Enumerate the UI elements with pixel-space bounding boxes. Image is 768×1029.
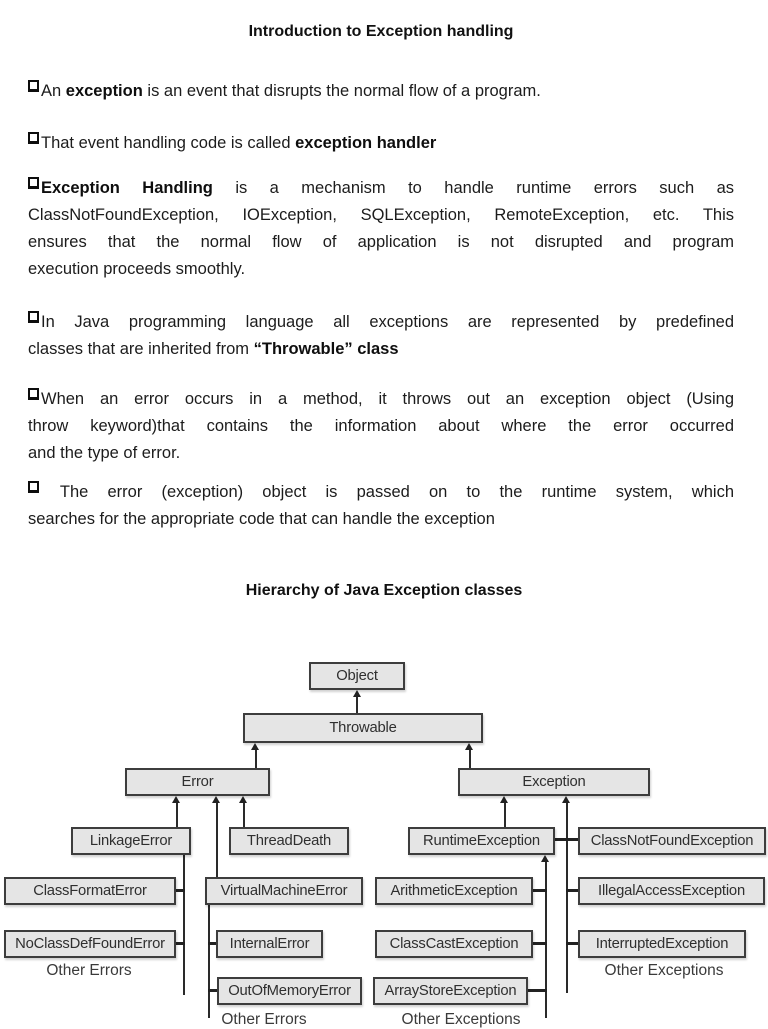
arrowhead-up-icon (239, 796, 247, 803)
connector-exception-children-spine (566, 803, 568, 993)
checkbox-bullet-icon (28, 311, 39, 323)
arrowhead-up-icon (353, 690, 361, 697)
text-segment-bold: “Throwable” class (253, 340, 399, 358)
node-no-class-def-found-error: NoClassDefFoundError (4, 930, 176, 958)
text-segment: ensures that the normal flow of applicat… (28, 233, 734, 251)
text-line: Exception Handling is a mechanism to han… (28, 175, 734, 202)
connector-virtualmachineerror-children-spine (208, 905, 210, 1018)
node-object: Object (309, 662, 405, 690)
arrowhead-up-icon (172, 796, 180, 803)
text-segment-bold: Exception Handling (41, 179, 213, 197)
tick-classcastexception (533, 942, 547, 945)
connector-exception-throwable (469, 750, 471, 768)
text-line: An exception is an event that disrupts t… (28, 80, 541, 100)
node-class-format-error: ClassFormatError (4, 877, 176, 905)
text-line: In Java programming language all excepti… (28, 309, 734, 336)
text-content: Introduction to Exception handling An ex… (28, 22, 734, 533)
connector-virtualmachineerror-error (216, 803, 218, 877)
bullet-paragraph: An exception is an event that disrupts t… (28, 78, 734, 105)
text-line: classes that are inherited from “Throwab… (28, 336, 734, 363)
connector-runtimeexception-exception (504, 803, 506, 827)
node-throwable: Throwable (243, 713, 483, 743)
text-segment: When an error occurs in a method, it thr… (41, 390, 734, 408)
text-segment: classes that are inherited from (28, 340, 254, 358)
bullet-paragraph: That event handling code is called excep… (28, 130, 734, 157)
node-runtime-exception: RuntimeException (408, 827, 555, 855)
label-other-errors-bottom: Other Errors (221, 1011, 307, 1028)
bullet-paragraph: Exception Handling is a mechanism to han… (28, 175, 734, 283)
text-line: That event handling code is called excep… (28, 132, 437, 152)
label-other-exceptions-right: Other Exceptions (604, 962, 724, 979)
text-segment: The error (exception) object is passed o… (41, 483, 734, 501)
tick-arithmeticexception (533, 889, 547, 892)
text-segment: execution proceeds smoothly. (28, 260, 246, 278)
hierarchy-section-title: Hierarchy of Java Exception classes (245, 582, 523, 599)
text-line: When an error occurs in a method, it thr… (28, 386, 734, 413)
text-segment-bold: exception handler (295, 134, 437, 152)
text-line: The error (exception) object is passed o… (28, 479, 734, 506)
text-segment: is an event that disrupts the normal flo… (142, 82, 541, 100)
arrowhead-up-icon (562, 796, 570, 803)
node-arithmetic-exception: ArithmeticException (375, 877, 533, 905)
text-segment: throw keyword)that contains the informat… (28, 417, 734, 435)
node-virtual-machine-error: VirtualMachineError (205, 877, 363, 905)
text-segment: and the type of error. (28, 444, 181, 462)
connector-linkageerror-children-spine (183, 855, 185, 995)
bullet-paragraph: When an error occurs in a method, it thr… (28, 386, 734, 467)
tick-interrupted (566, 942, 578, 945)
checkbox-bullet-icon (28, 80, 39, 92)
tick-outofmemoryerror (208, 989, 219, 992)
bullet-paragraph: The error (exception) object is passed o… (28, 479, 734, 533)
text-line: ensures that the normal flow of applicat… (28, 229, 734, 256)
node-illegal-access-exception: IllegalAccessException (578, 877, 765, 905)
arrowhead-up-icon (212, 796, 220, 803)
text-line: searches for the appropriate code that c… (28, 506, 734, 533)
node-class-cast-exception: ClassCastException (375, 930, 533, 958)
text-line: execution proceeds smoothly. (28, 256, 734, 283)
text-segment: In Java programming language all excepti… (41, 313, 734, 331)
text-segment-bold: exception (65, 82, 143, 100)
connector-throwable-object (356, 697, 358, 713)
page-title: Introduction to Exception handling (248, 23, 514, 40)
node-array-store-exception: ArrayStoreException (373, 977, 528, 1005)
node-thread-death: ThreadDeath (229, 827, 349, 855)
node-exception: Exception (458, 768, 650, 796)
text-line: and the type of error. (28, 440, 734, 467)
connector-error-throwable (255, 750, 257, 768)
label-other-errors-left: Other Errors (46, 962, 132, 979)
node-interrupted-exception: InterruptedException (578, 930, 746, 958)
connector-linkageerror-error (176, 803, 178, 827)
connector-threaddeath-error (243, 803, 245, 827)
checkbox-bullet-icon (28, 132, 39, 144)
text-segment: is a mechanism to handle runtime errors … (212, 179, 735, 197)
node-class-not-found-exception: ClassNotFoundException (578, 827, 766, 855)
checkbox-bullet-icon (28, 177, 39, 189)
tick-illegalaccess (566, 889, 578, 892)
connector-runtimeexception-children-spine (545, 862, 547, 1018)
tick-internalerror (208, 942, 218, 945)
text-segment: ClassNotFoundException, IOException, SQL… (28, 206, 734, 224)
tick-runtime-classnotfound (555, 838, 578, 841)
arrowhead-up-icon (465, 743, 473, 750)
arrowhead-up-icon (500, 796, 508, 803)
node-internal-error: InternalError (216, 930, 323, 958)
tick-noclassdeffounderror (176, 942, 185, 945)
node-out-of-memory-error: OutOfMemoryError (217, 977, 362, 1005)
arrowhead-up-icon (251, 743, 259, 750)
node-error: Error (125, 768, 270, 796)
text-segment: That event handling code is called (41, 134, 296, 152)
tick-arraystoreexception (528, 989, 547, 992)
label-other-exceptions-bottom: Other Exceptions (401, 1011, 521, 1028)
arrowhead-up-icon (541, 855, 549, 862)
text-segment: searches for the appropriate code that c… (28, 510, 495, 528)
text-line: ClassNotFoundException, IOException, SQL… (28, 202, 734, 229)
tick-classformaterror (176, 889, 185, 892)
text-line: throw keyword)that contains the informat… (28, 413, 734, 440)
checkbox-bullet-icon (28, 481, 39, 493)
bullet-paragraph: In Java programming language all excepti… (28, 309, 734, 363)
node-linkage-error: LinkageError (71, 827, 191, 855)
text-segment: An (41, 82, 66, 100)
checkbox-bullet-icon (28, 388, 39, 400)
